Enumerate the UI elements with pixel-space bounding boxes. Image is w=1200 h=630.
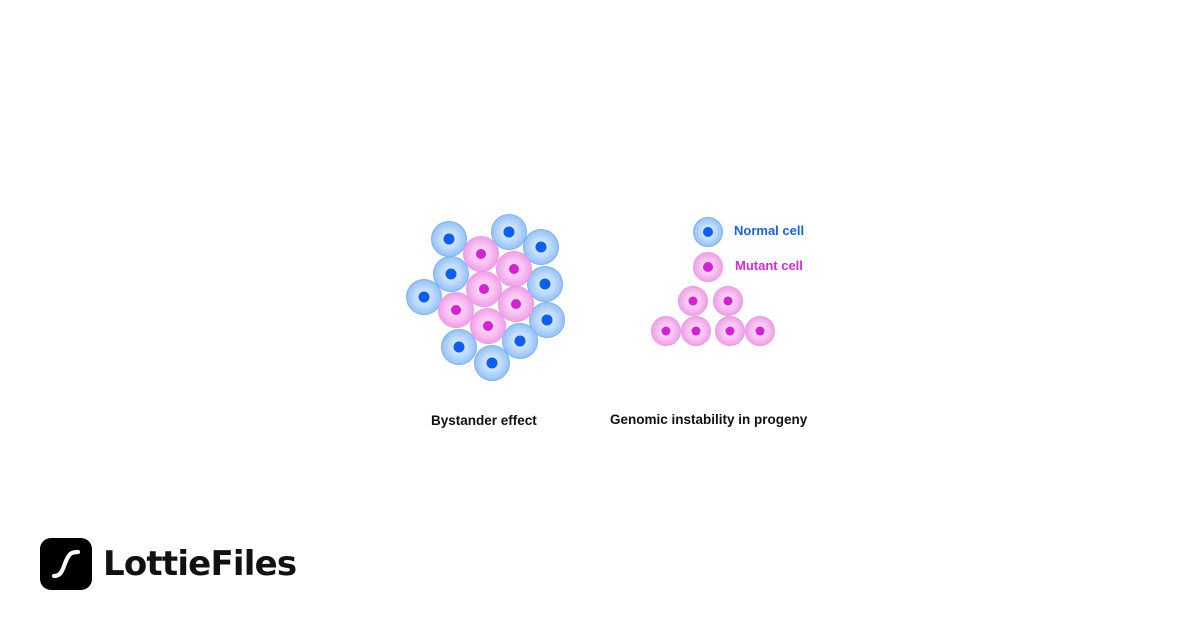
mutant-nucleus — [725, 326, 735, 336]
mutant-cell — [438, 292, 474, 328]
normal-nucleus — [445, 268, 457, 280]
mutant-nucleus — [688, 296, 698, 306]
legend-normal-label: Normal cell — [734, 223, 805, 238]
mutant-nucleus — [483, 321, 493, 331]
normal-cell — [433, 256, 469, 292]
mutant-nucleus — [509, 264, 519, 274]
normal-nucleus — [418, 291, 430, 303]
mutant-cell — [498, 286, 534, 322]
progeny-mutant-cell — [713, 286, 743, 316]
normal-nucleus — [503, 226, 515, 238]
mutant-cell — [463, 236, 499, 272]
mutant-cell — [470, 308, 506, 344]
normal-nucleus — [514, 335, 526, 347]
normal-nucleus — [541, 314, 553, 326]
lottiefiles-logo: LottieFiles — [40, 538, 297, 590]
progeny-mutant-cell — [678, 286, 708, 316]
normal-cell — [491, 214, 527, 250]
normal-nucleus — [453, 341, 465, 353]
legend-normal-cell-icon — [693, 217, 723, 247]
legend-mutant-label: Mutant cell — [735, 258, 803, 273]
normal-nucleus — [443, 233, 455, 245]
normal-nucleus — [535, 241, 547, 253]
normal-cell — [406, 279, 442, 315]
mutant-nucleus — [723, 296, 733, 306]
mutant-nucleus — [691, 326, 701, 336]
normal-cell — [527, 266, 563, 302]
normal-nucleus — [486, 357, 498, 369]
lottiefiles-mark-icon — [40, 538, 92, 590]
progeny-mutant-cell — [745, 316, 775, 346]
legend-mutant-cell-icon — [693, 252, 723, 282]
mutant-cell — [496, 251, 532, 287]
normal-cell — [441, 329, 477, 365]
mutant-nucleus — [451, 305, 461, 315]
caption-genomic-instability: Genomic instability in progeny — [610, 412, 808, 427]
mutant-nucleus — [476, 249, 486, 259]
mutant-nucleus — [511, 299, 521, 309]
progeny-mutant-cell — [681, 316, 711, 346]
progeny-mutant-cell — [715, 316, 745, 346]
normal-cell — [502, 323, 538, 359]
normal-cell — [474, 345, 510, 381]
mutant-nucleus — [479, 284, 489, 294]
caption-bystander-effect: Bystander effect — [431, 413, 537, 428]
normal-cell — [431, 221, 467, 257]
progeny-mutant-cell — [651, 316, 681, 346]
mutant-nucleus — [661, 326, 671, 336]
mutant-nucleus — [755, 326, 765, 336]
logo-wordmark: LottieFiles — [103, 544, 297, 584]
normal-nucleus — [539, 278, 551, 290]
